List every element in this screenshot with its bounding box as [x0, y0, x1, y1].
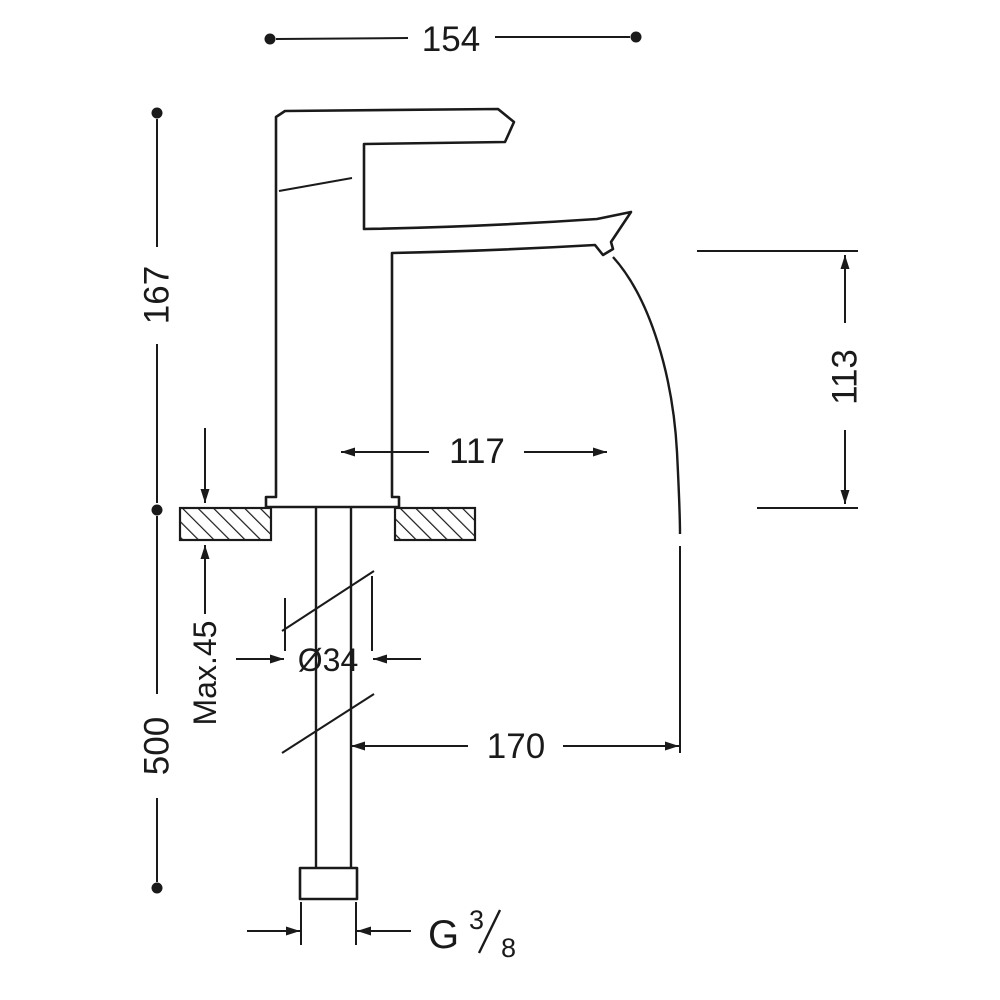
water-stream-curve [612, 256, 682, 535]
fraction-slash [477, 909, 502, 954]
dim-label-shank-diameter: Ø34 [298, 642, 358, 678]
dim-thread-size: G 3 8 [247, 902, 516, 963]
end-dot [264, 33, 276, 45]
dim-label-max-deck-thickness: Max.45 [187, 621, 223, 726]
dim-top-width: 154 [264, 20, 642, 59]
dim-max-deck-thickness: Max.45 [187, 428, 223, 725]
end-dot [630, 31, 642, 43]
dim-label-bottom-reach: 170 [487, 727, 545, 766]
dim-shank-diameter: Ø34 [236, 576, 421, 678]
dim-total-height: 167 [138, 107, 177, 516]
pipe-break-lower [281, 693, 375, 754]
countertop-hatch-right [393, 506, 477, 542]
dim-label-top-width: 154 [422, 20, 480, 59]
pipe-break-upper [281, 570, 375, 632]
faucet-outline [264, 107, 633, 509]
end-dot [151, 882, 163, 894]
thread-label-g: G [428, 913, 459, 957]
dim-spout-reach: 117 [341, 432, 607, 471]
dim-bottom-reach: 170 [351, 546, 681, 766]
dim-label-total-height: 167 [138, 266, 177, 324]
thread-denominator: 8 [501, 933, 516, 963]
dim-below-deck-length: 500 [138, 516, 177, 894]
thread-connector [298, 866, 359, 901]
faucet-body [264, 107, 633, 509]
dim-label-spout-reach: 117 [449, 432, 505, 471]
dim-outlet-height: 113 [697, 250, 865, 509]
supply-pipe [281, 507, 375, 901]
dim-label-below-deck-length: 500 [138, 717, 177, 775]
dimension-line [275, 37, 409, 40]
handle-cap-seam [278, 177, 353, 192]
end-dot [151, 107, 163, 119]
countertop-hatch-left [178, 506, 273, 542]
countertop [178, 506, 477, 542]
end-dot [151, 504, 163, 516]
dim-label-outlet-height: 113 [826, 349, 865, 405]
thread-numerator: 3 [469, 905, 484, 935]
water-stream [612, 256, 682, 535]
